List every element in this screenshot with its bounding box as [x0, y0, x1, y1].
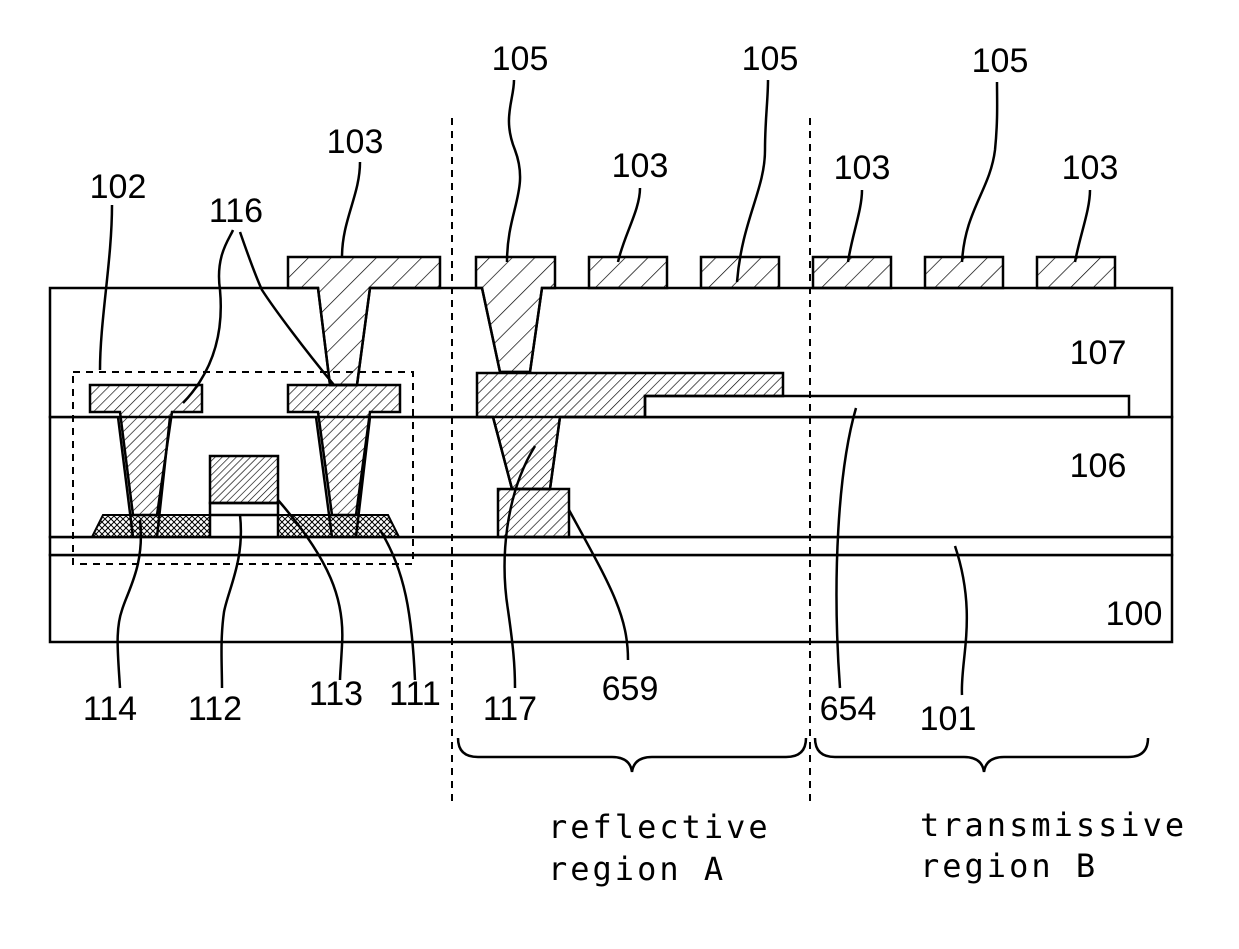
transparent-electrode-654 — [645, 396, 1129, 417]
label-659: 659 — [602, 670, 659, 708]
base-film-101 — [50, 537, 1172, 555]
label-106: 106 — [1070, 447, 1127, 485]
label-105-a: 105 — [492, 40, 549, 78]
gate-insulator-112 — [210, 503, 278, 537]
label-117: 117 — [483, 690, 537, 728]
label-100: 100 — [1106, 595, 1163, 633]
label-103-d: 103 — [1062, 149, 1119, 187]
electrode-103-t1 — [813, 257, 891, 288]
label-103-b: 103 — [612, 147, 669, 185]
label-114: 114 — [83, 690, 137, 728]
reflective-region-line2: region A — [548, 850, 726, 888]
electrode-103-r1 — [589, 257, 667, 288]
label-101: 101 — [920, 700, 977, 738]
brace-transmissive — [815, 738, 1148, 772]
reflective-region-line1: reflective — [548, 808, 771, 846]
label-105-b: 105 — [742, 40, 799, 78]
label-116: 116 — [209, 192, 263, 230]
substrate-100 — [50, 555, 1172, 642]
label-103-c: 103 — [834, 149, 891, 187]
electrode-105-t2 — [925, 257, 1003, 288]
label-113: 113 — [309, 675, 363, 713]
label-107: 107 — [1070, 334, 1127, 372]
label-103-a: 103 — [327, 123, 384, 161]
gate-electrode-113 — [210, 456, 278, 503]
brace-reflective — [458, 738, 806, 772]
label-112: 112 — [188, 690, 242, 728]
transmissive-region-line2: region B — [920, 847, 1098, 885]
label-102: 102 — [90, 168, 147, 206]
label-105-c: 105 — [972, 42, 1029, 80]
transmissive-region-line1: transmissive — [920, 806, 1187, 844]
label-111: 111 — [389, 675, 441, 713]
label-654: 654 — [820, 690, 877, 728]
